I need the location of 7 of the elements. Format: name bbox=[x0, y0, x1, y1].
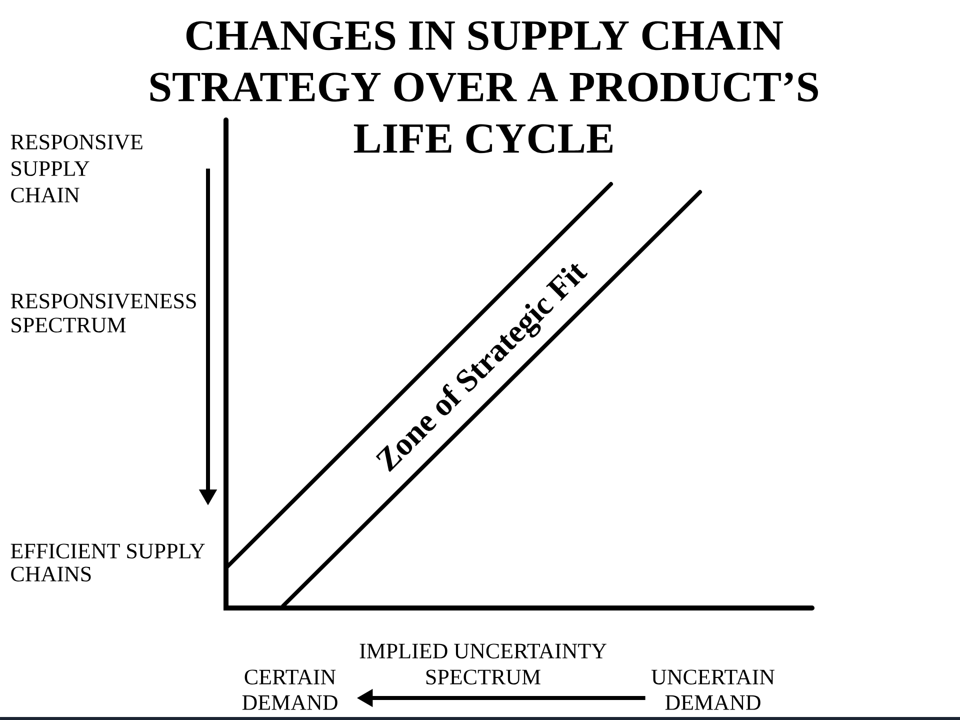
axis-label: UNCERTAIN DEMAND bbox=[651, 670, 775, 710]
spectrum-label: RESPONSIVENESS SPECTRUM bbox=[10, 294, 196, 332]
title: CHANGES IN SUPPLY CHAIN STRATEGY OVER A PRODUCT’S LIFE CYCLE bbox=[150, 21, 818, 154]
axis-label: RESPONSIVE SUPPLY CHAIN bbox=[10, 134, 142, 202]
axis-label: CERTAIN DEMAND bbox=[242, 670, 338, 710]
axis-label: EFFICIENT SUPPLY CHAINS bbox=[10, 544, 205, 582]
spectrum-label: IMPLIED UNCERTAINTY SPECTRUM bbox=[360, 644, 606, 684]
